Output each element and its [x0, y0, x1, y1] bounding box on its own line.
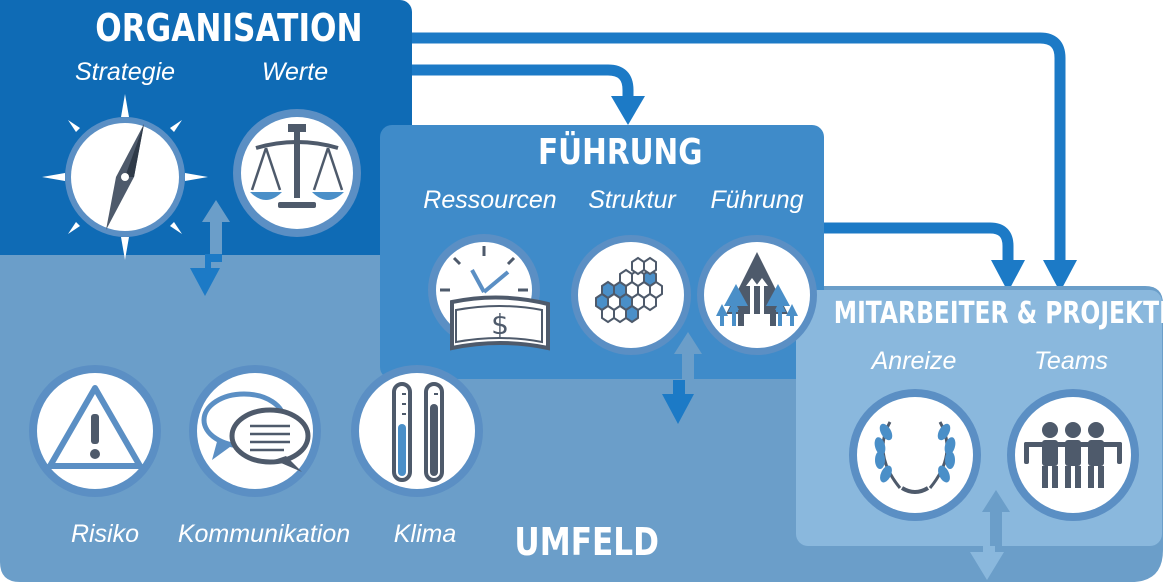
label-strategie: Strategie	[74, 58, 176, 86]
label-anreize: Anreize	[871, 347, 957, 375]
label-werte: Werte	[261, 58, 329, 86]
double-arrow-mitarbeiter-umfeld	[970, 490, 1010, 580]
compass-icon	[42, 94, 208, 260]
clock-money-icon: $	[428, 234, 550, 351]
label-risiko: Risiko	[70, 520, 140, 548]
arrow-fuehrung-to-mitarbeiter	[820, 222, 1014, 268]
label-kommunikation: Kommunikation	[177, 520, 351, 548]
fuehrung-title: FÜHRUNG	[538, 132, 703, 173]
warning-triangle-icon	[29, 365, 161, 497]
umfeld-title: UMFELD	[514, 520, 660, 564]
label-teams: Teams	[1033, 347, 1109, 375]
label-klima: Klima	[393, 520, 457, 548]
mitarbeiter-title: MITARBEITER & PROJEKTE	[833, 296, 1163, 331]
speech-bubbles-icon	[189, 365, 321, 497]
arrowhead-fuehrung	[611, 96, 645, 125]
svg-text:$: $	[491, 308, 509, 341]
label-fuehrung: Führung	[710, 186, 804, 214]
double-arrow-fuehrung-umfeld	[662, 332, 702, 424]
thermometer-icon	[351, 365, 483, 497]
double-arrow-organisation-umfeld	[190, 200, 230, 296]
organisation-title: ORGANISATION	[95, 6, 363, 50]
upward-arrows-icon	[697, 235, 817, 355]
label-struktur: Struktur	[588, 186, 676, 214]
arrowhead-mitarbeiter-right	[1043, 260, 1077, 292]
scales-icon	[233, 109, 361, 237]
label-ressourcen: Ressourcen	[423, 186, 557, 214]
hexagon-network-icon	[571, 235, 691, 355]
arrow-organisation-to-mitarbeiter	[410, 32, 1066, 268]
team-people-icon	[1007, 389, 1139, 521]
arrowhead-mitarbeiter-left	[991, 260, 1025, 292]
laurel-wreath-icon	[849, 389, 981, 521]
arrow-organisation-to-fuehrung	[410, 64, 634, 100]
